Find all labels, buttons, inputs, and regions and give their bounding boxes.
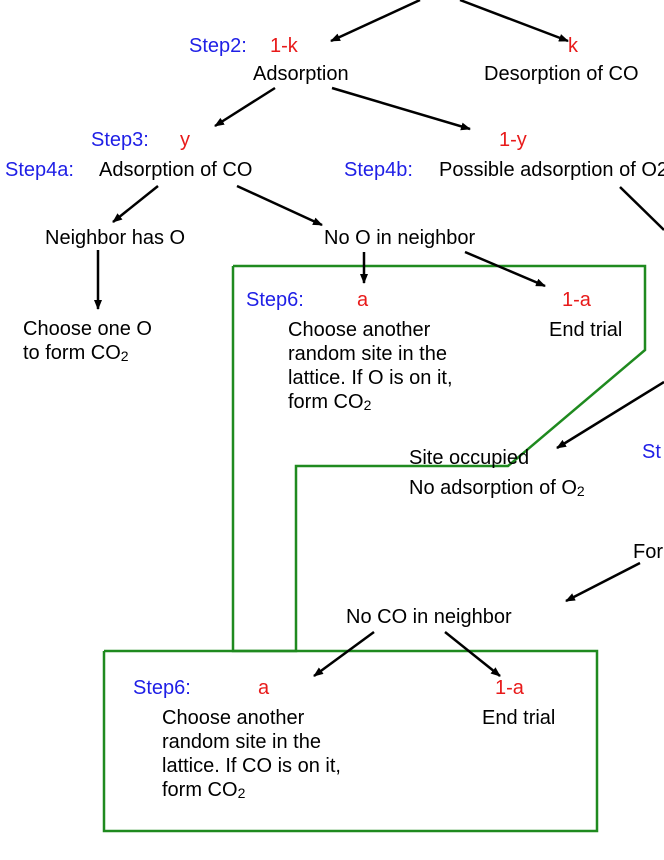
site-occupied-line1: Site occupied — [409, 447, 530, 469]
step4b-label: Step4b: — [344, 159, 413, 181]
arrow-root-to-desorption — [459, 0, 569, 43]
box2-probability-1a: 1-a — [495, 677, 524, 699]
box1-probability-1a: 1-a — [562, 289, 591, 311]
form-node-cut: For — [633, 541, 663, 563]
arrow-root-to-adsorption — [330, 0, 421, 43]
box1-line4: form CO2 — [288, 391, 372, 413]
box2-probability-a: a — [258, 677, 270, 699]
desorption-node: Desorption of CO — [484, 63, 639, 85]
no-adsorption-o2-node: No adsorption of O2 — [409, 477, 585, 499]
step4b-probability: 1-y — [499, 129, 527, 151]
form-co2-line2: to form CO2 — [23, 342, 129, 364]
box2-step6-label: Step6: — [133, 677, 191, 699]
box2-choose-site-text: Choose another random site in the lattic… — [162, 706, 341, 805]
arrow-no-o-to-end-trial — [464, 250, 546, 288]
step3-probability: y — [180, 129, 190, 151]
box2-line3: lattice. If CO is on it, — [162, 755, 341, 777]
step2-probability: 1-k — [270, 35, 298, 57]
box1-line1: Choose another — [288, 319, 431, 341]
step4a-label: Step4a: — [5, 159, 74, 181]
arrow-adsorption-to-step4b — [331, 86, 471, 131]
step4b-node: Possible adsorption of O2 — [439, 159, 664, 181]
box1-choose-site-text: Choose another random site in the lattic… — [288, 318, 453, 417]
no-o-in-neighbor-node: No O in neighbor — [324, 227, 476, 249]
no-co-in-neighbor-node: No CO in neighbor — [346, 606, 512, 628]
site-occupied-node: Site occupied — [409, 446, 529, 470]
adsorption-node: Adsorption — [253, 63, 349, 85]
step3-label: Step3: — [91, 129, 149, 151]
box1-line3: lattice. If O is on it, — [288, 367, 453, 389]
arrow-no-co-to-step6 — [313, 630, 375, 678]
box2-line1: Choose another — [162, 707, 305, 729]
box2-line4: form CO2 — [162, 779, 246, 801]
arrow-adsorption-to-step4a — [214, 86, 276, 128]
arrow-step4a-to-neighbor-has-o — [112, 185, 159, 223]
neighbor-has-o-node: Neighbor has O — [45, 227, 186, 249]
form-co2-node: Choose one O to form CO2 — [23, 317, 152, 368]
arrow-step4b-off-right — [619, 186, 664, 231]
box1-probability-a: a — [357, 289, 369, 311]
desorption-probability: k — [568, 35, 578, 57]
box2-line2: random site in the — [162, 731, 321, 753]
form-co2-line1: Choose one O — [23, 318, 152, 340]
box1-line2: random site in the — [288, 343, 447, 365]
step2-label: Step2: — [189, 35, 247, 57]
step4a-node: Adsorption of CO — [99, 159, 253, 181]
arrow-step4a-to-no-o — [236, 184, 323, 227]
box2-end-trial: End trial — [482, 707, 556, 729]
arrow-to-no-co-in-neighbor — [565, 561, 641, 603]
box1-step6-label: Step6: — [246, 289, 304, 311]
arrow-to-site-occupied — [556, 380, 664, 450]
step-label-cut: St — [642, 441, 661, 463]
loop-box-co-outline — [102, 649, 599, 833]
arrow-no-co-to-end-trial — [444, 631, 501, 677]
box1-end-trial: End trial — [549, 319, 623, 341]
